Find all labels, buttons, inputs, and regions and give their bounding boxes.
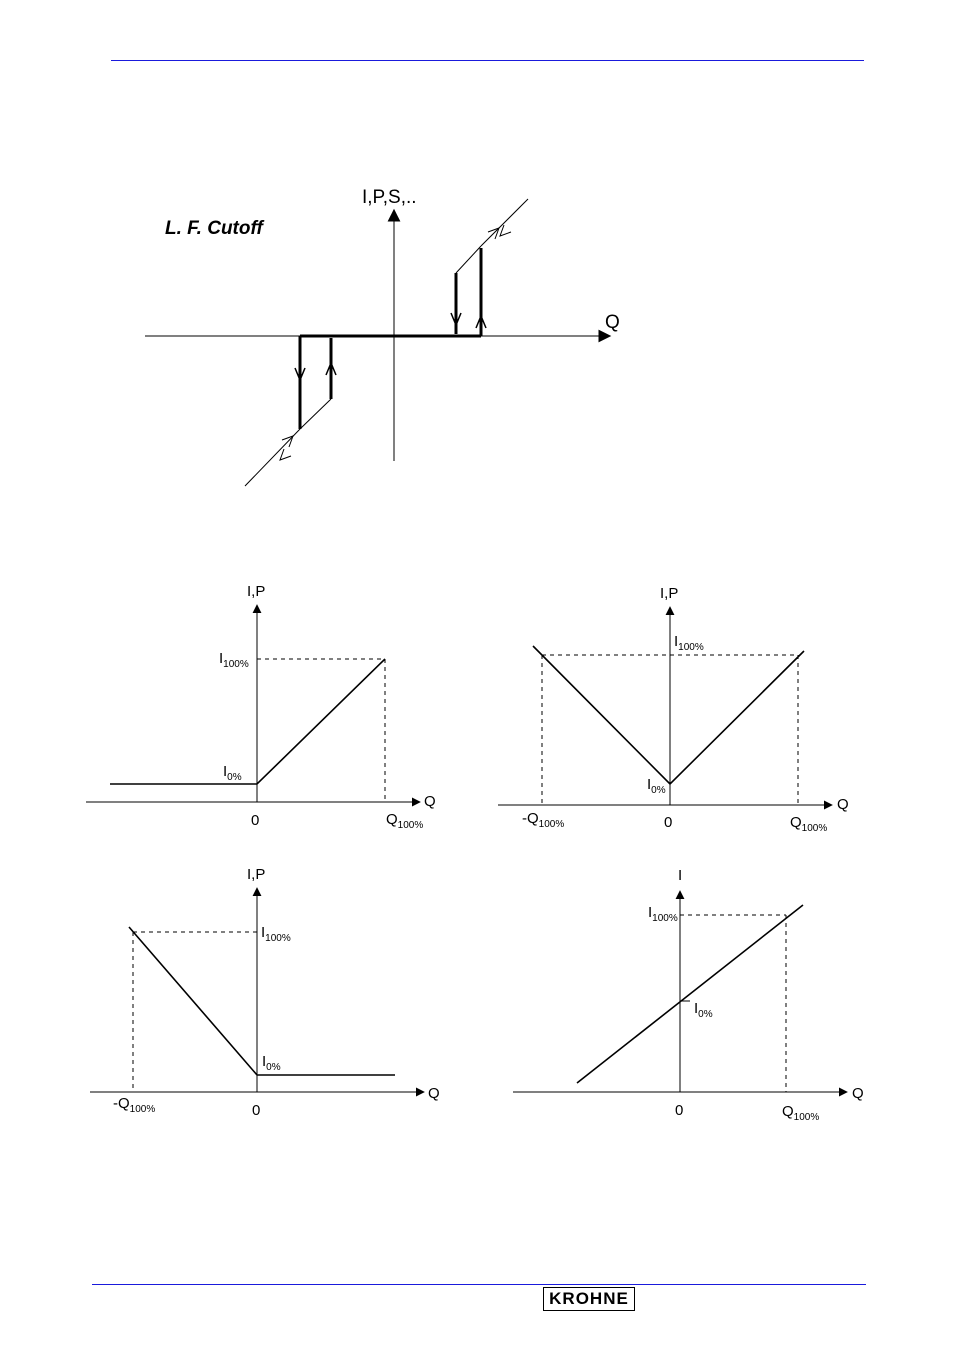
g2-x-axis-label: Q [837,796,849,813]
g1-y-axis-label: I,P [247,583,265,600]
cutoff-y-axis-label: I,P,S,.. [362,187,417,208]
g3-i100-label: I100% [261,924,291,944]
g1-zero-label: 0 [251,812,259,829]
cutoff-neg-line [245,429,300,486]
footer-rule [92,1284,866,1285]
g4-i0-label: I0% [694,1000,713,1020]
g1-i0-label: I0% [223,763,242,783]
g2-curve [533,646,804,784]
g1-curve [110,659,385,784]
g1-x-axis-label: Q [424,793,436,810]
arrow-diag-down-icon [500,225,511,236]
g4-x-axis-label: Q [852,1085,864,1102]
g1-q100-label: Q100% [386,811,423,831]
g3-i0-label: I0% [262,1053,281,1073]
g4-i100-label: I100% [648,904,678,924]
graph-1: I,P Q 0 I100% I0% Q100% [86,583,436,831]
cutoff-pos-line [481,199,528,246]
cutoff-x-axis-label: Q [605,312,620,333]
g2-zero-label: 0 [664,814,672,831]
graph-2: I,P Q 0 I100% I0% -Q100% Q100% [498,585,849,834]
graph-3: I,P Q 0 I100% I0% -Q100% [90,866,440,1119]
g3-x-axis-label: Q [428,1085,440,1102]
cutoff-title: L. F. Cutoff [165,218,264,239]
graph-4: I Q 0 I100% I0% Q100% [513,867,864,1123]
cutoff-diagram: L. F. Cutoff I,P,S,.. Q [145,187,620,486]
g4-zero-label: 0 [675,1102,683,1119]
g4-y-axis-label: I [678,867,682,884]
g2-y-axis-label: I,P [660,585,678,602]
cutoff-neg-connector [300,399,331,429]
krohne-logo: KROHNE [543,1287,635,1311]
g2-qneg-label: -Q100% [522,810,564,830]
g2-i100-label: I100% [674,633,704,653]
g2-i0-label: I0% [647,776,666,796]
g3-zero-label: 0 [252,1102,260,1119]
g1-i100-label: I100% [219,650,249,670]
g3-qneg-label: -Q100% [113,1095,155,1115]
g3-y-axis-label: I,P [247,866,265,883]
cutoff-pos-connector [456,246,481,273]
arrow-diag-down-icon [280,449,291,460]
g4-curve [577,905,803,1083]
g2-q100-label: Q100% [790,814,827,834]
g4-q100-label: Q100% [782,1103,819,1123]
